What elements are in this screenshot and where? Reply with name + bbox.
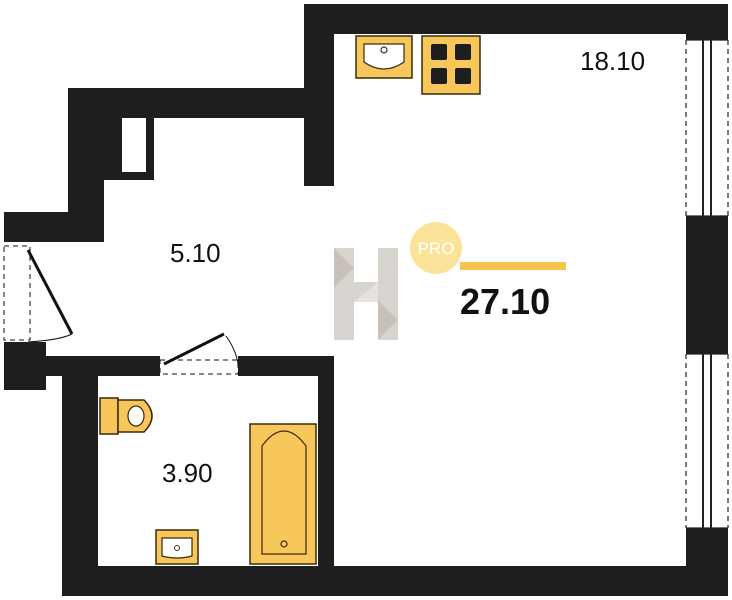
bathroom-area: 3.90 (162, 458, 213, 488)
logo-icon (334, 248, 398, 340)
wall-bath-left (62, 356, 98, 596)
sink-icon (355, 35, 413, 79)
window-icon (685, 353, 729, 529)
wall-bottom (62, 566, 728, 596)
hall-area: 5.10 (170, 238, 221, 268)
wall-niche-left (68, 88, 104, 232)
accent-bar (460, 262, 566, 270)
door-icon (3, 245, 74, 343)
pro-badge: PRO (410, 222, 462, 274)
wall-top-right (304, 4, 728, 34)
walls (4, 4, 728, 596)
wall-right-bottom (686, 528, 728, 596)
wall-right-middle (686, 216, 728, 354)
wall-hall-top (68, 88, 334, 118)
window-icon (685, 39, 729, 217)
wall-niche-box-right (146, 118, 154, 180)
door-icon (159, 332, 239, 375)
sink-icon (155, 529, 199, 565)
wall-niche-box-bottom (104, 172, 154, 180)
wall-entrance-top (4, 212, 104, 242)
wall-niche-box-left (104, 118, 122, 180)
wall-bath-right (318, 356, 334, 596)
toilet-icon (99, 397, 153, 435)
bathtub-icon (249, 423, 317, 565)
pro-badge-text: PRO (418, 239, 455, 258)
wall-right-top (686, 4, 728, 40)
total-area: 27.10 (460, 281, 550, 322)
living-room-area: 18.10 (580, 46, 645, 76)
wall-entrance-left (4, 212, 18, 242)
wall-bath-top-right (238, 356, 334, 376)
stove-icon (421, 35, 481, 95)
